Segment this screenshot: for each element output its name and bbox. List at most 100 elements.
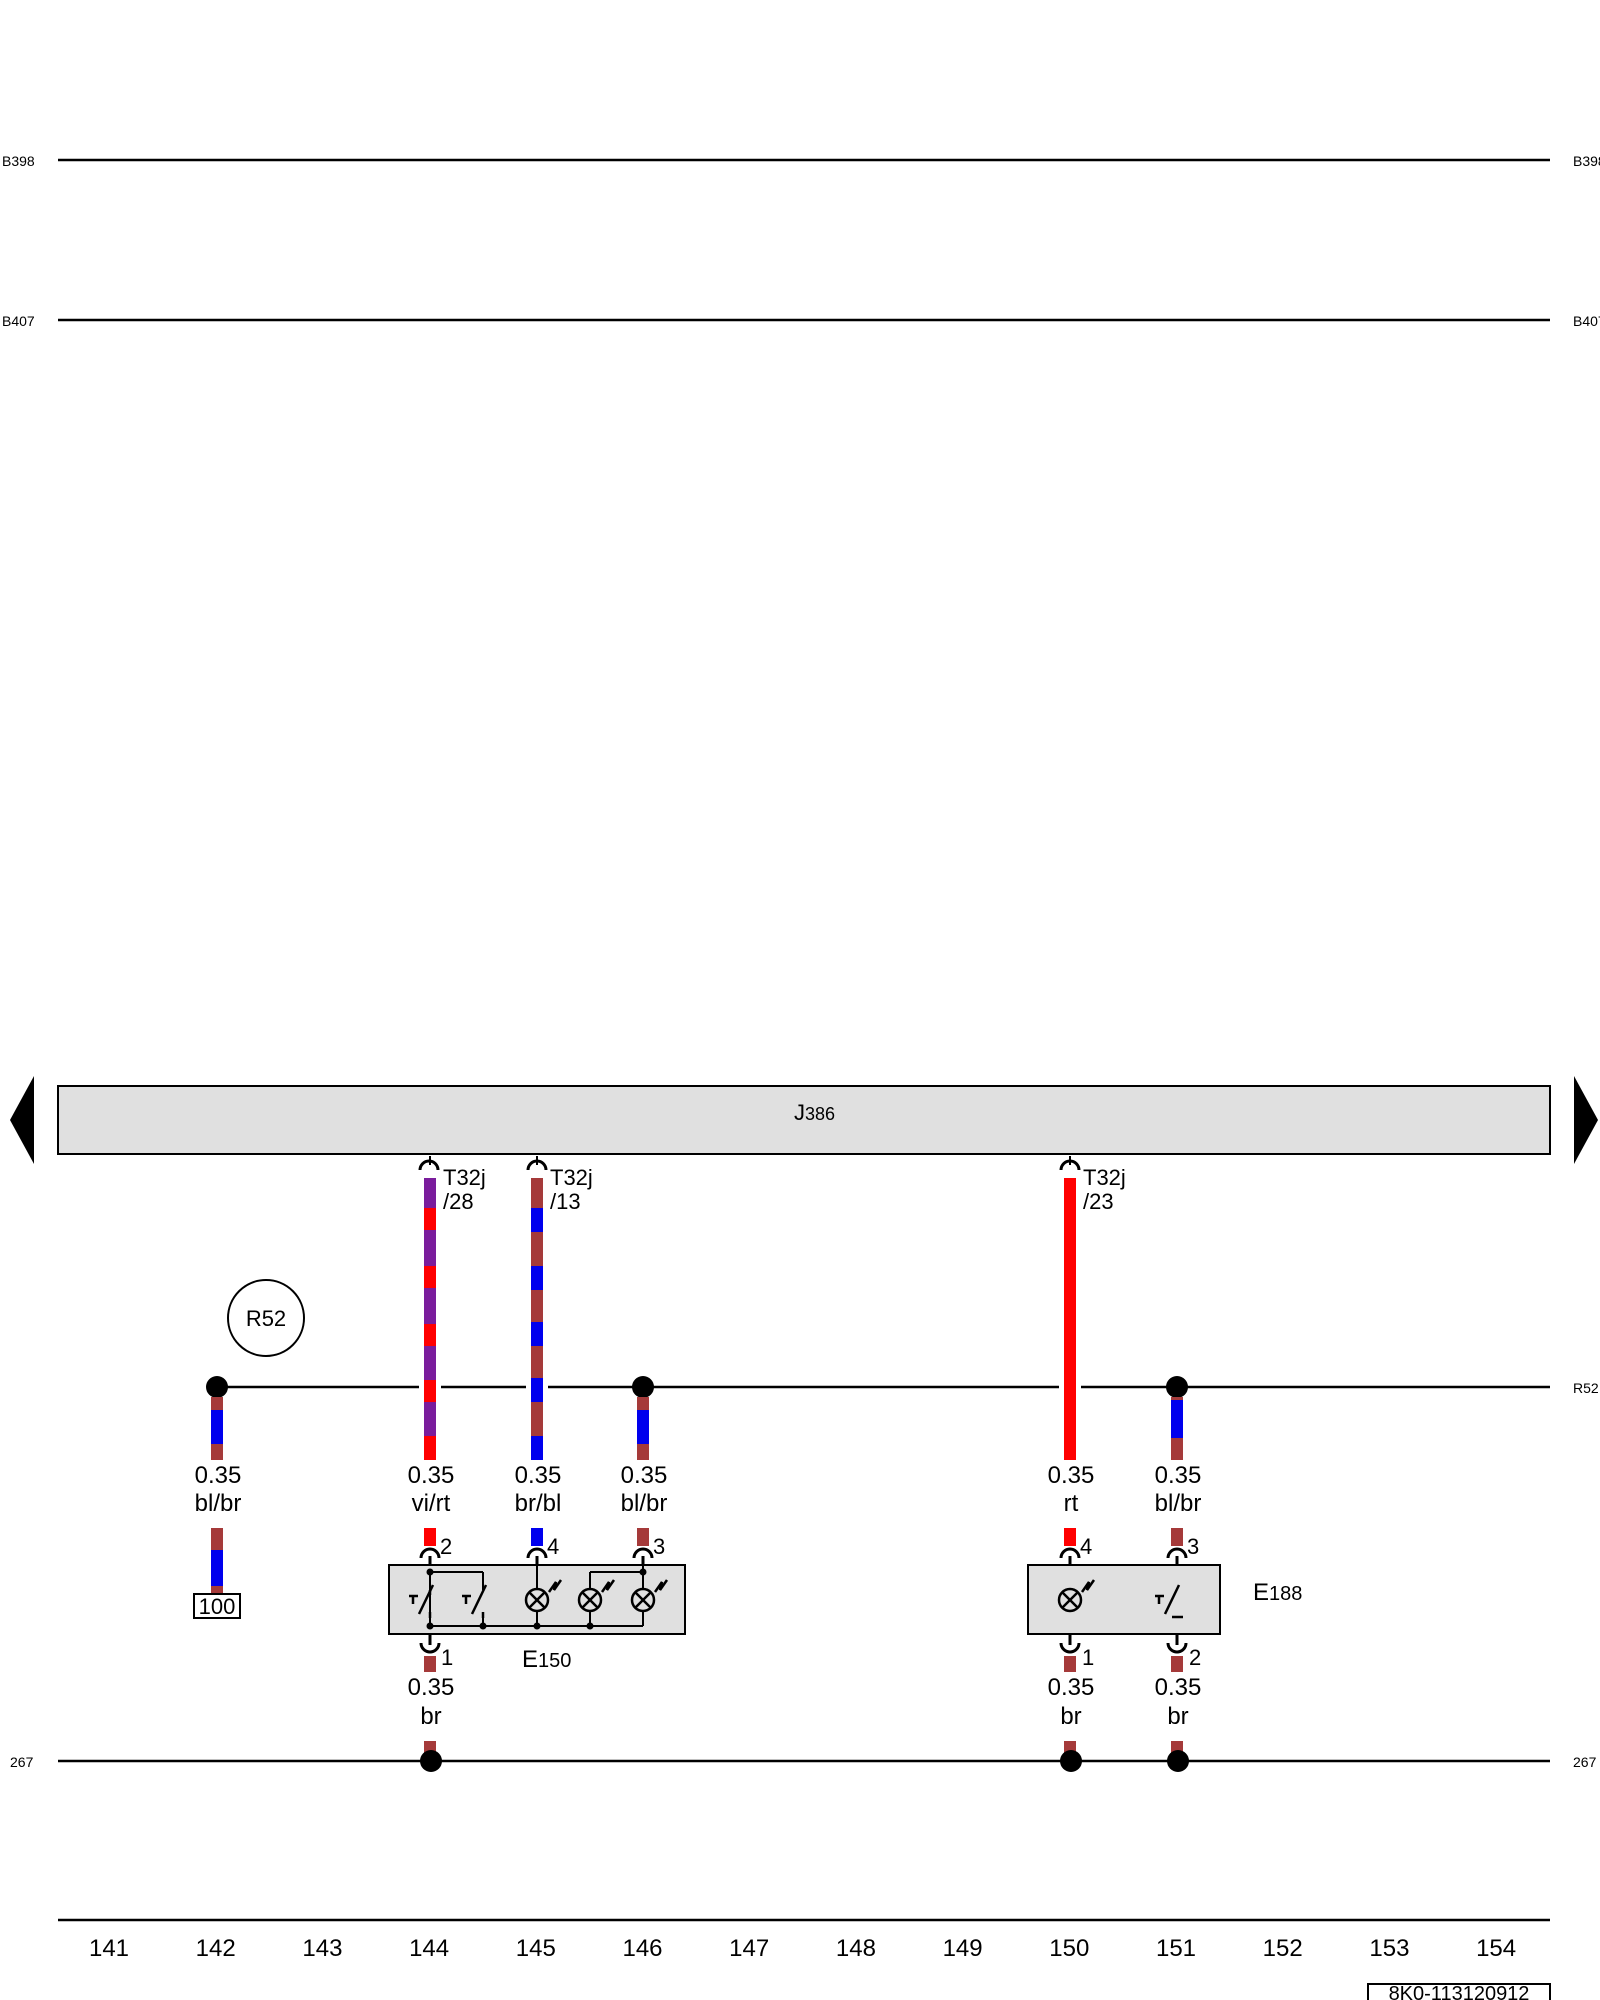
wire-150-lower-stub [1064,1528,1076,1546]
column-number: 152 [1263,1935,1303,1962]
e150-pin-top-b: 4 [547,1534,559,1559]
internal-node [479,1622,487,1630]
wire-144-ground-stub [424,1656,436,1672]
wire-151-color: bl/br [1155,1490,1202,1517]
wire-151-ground-stub [1171,1656,1183,1672]
wire-stripe [1171,1400,1183,1438]
continuation-arrow-right-icon[interactable] [1574,1076,1598,1164]
reference-circle-label: R52 [246,1306,286,1331]
pin-socket-icon [1166,1642,1188,1654]
wire-150-size: 0.35 [1048,1462,1095,1489]
wire-146-bl-br-upper [637,1397,649,1460]
component-e188-body [1027,1564,1221,1635]
lamp-icon [524,1579,563,1613]
e188-pin-bottom-b: 2 [1189,1645,1201,1670]
junction-dot [1167,1750,1189,1772]
ground-150-color: br [1060,1703,1081,1730]
component-e188-label: E188 [1253,1579,1302,1606]
wire-151-size: 0.35 [1155,1462,1202,1489]
wire-146-lower-stub [637,1528,649,1546]
column-number: 149 [943,1935,983,1962]
continuation-arrow-left-icon[interactable] [10,1076,34,1164]
component-e188[interactable]: 4 3 1 2 E188 [1027,1534,1302,1670]
wire-150-color: rt [1064,1490,1079,1517]
component-e150-label: E150 [522,1646,571,1673]
document-id: 8K0-113120912 [1389,1983,1530,2000]
ground-151-size: 0.35 [1155,1674,1202,1701]
connector-23-line2: /23 [1083,1189,1114,1214]
junction-dot [206,1376,228,1398]
junction-dot [1060,1750,1082,1772]
wire-145-br-bl [531,1178,543,1460]
switch-icon [1155,1584,1183,1619]
document-id-box [1367,1983,1551,2000]
lamp-icon [630,1579,669,1613]
wire-146-size: 0.35 [621,1462,668,1489]
connector-t32j-28: T32j /28 [418,1156,486,1214]
wire-142-bl-br-lower [211,1528,223,1594]
rail-b398-label-left: B398 [2,153,35,169]
column-number: 148 [836,1935,876,1962]
connector-28-line1: T32j [443,1165,486,1190]
internal-node [426,1568,434,1576]
column-number: 145 [516,1935,556,1962]
wire-stripe [531,1266,543,1290]
wire-144-color: vi/rt [412,1490,451,1517]
wire-142-bl-br-upper [211,1397,223,1460]
component-e188-label-main: E [1253,1579,1269,1606]
wire-150-ground-stub [1064,1656,1076,1672]
reference-box-100[interactable] [193,1593,241,1619]
lamp-icon [577,1579,616,1613]
wire-142-size: 0.35 [195,1462,242,1489]
pin-socket-icon [526,1547,548,1559]
wire-stripe [424,1380,436,1402]
pushbutton-switch-icon [462,1584,488,1618]
column-number: 146 [622,1935,662,1962]
ground-150-size: 0.35 [1048,1674,1095,1701]
wire-stripe [211,1410,223,1444]
connector-28-line2: /28 [443,1189,474,1214]
junction-dot [420,1750,442,1772]
internal-node [639,1568,647,1576]
junction-dot [632,1376,654,1398]
e150-pin-top-a: 2 [440,1534,452,1559]
rail-ground-label-right: 267 [1573,1754,1597,1770]
pin-socket-icon [419,1642,441,1654]
internal-node [586,1622,594,1630]
wire-151-lower-stub [1171,1528,1183,1546]
lamp-icon [1057,1579,1096,1613]
column-number: 154 [1476,1935,1516,1962]
wire-stripe [531,1208,543,1232]
component-e188-label-sub: 188 [1269,1583,1302,1605]
e150-pin-bottom: 1 [441,1645,453,1670]
wire-150-rt [1064,1178,1076,1460]
pin-socket-icon [1059,1642,1081,1654]
column-number: 141 [89,1935,129,1962]
wire-stripe [531,1322,543,1346]
component-e150[interactable]: 2 4 3 [388,1534,686,1673]
pin-socket-icon [1166,1547,1188,1559]
control-unit-label-main: J [794,1100,805,1125]
pin-socket-icon [632,1547,654,1559]
wire-145-size: 0.35 [515,1462,562,1489]
control-unit-label: J386 [794,1100,835,1125]
wire-stripe [424,1266,436,1288]
component-e150-label-main: E [522,1646,538,1673]
column-number: 143 [302,1935,342,1962]
connector-23-line1: T32j [1083,1165,1126,1190]
rail-ground-label-left: 267 [10,1754,34,1770]
column-number: 150 [1049,1935,1089,1962]
component-e150-label-sub: 150 [538,1650,571,1672]
internal-node [426,1622,434,1630]
connector-t32j-13: T32j /13 [526,1156,593,1214]
pin-socket-icon [1059,1547,1081,1559]
connector-t32j-23: T32j /23 [1059,1156,1126,1214]
wire-146-color: bl/br [621,1490,668,1517]
pin-socket-icon [419,1547,441,1559]
rail-b398-label-right: B398 [1573,153,1600,169]
control-unit-j386 [57,1085,1551,1155]
wire-stripe [531,1436,543,1460]
internal-node [533,1622,541,1630]
e188-pin-top-a: 4 [1080,1534,1092,1559]
